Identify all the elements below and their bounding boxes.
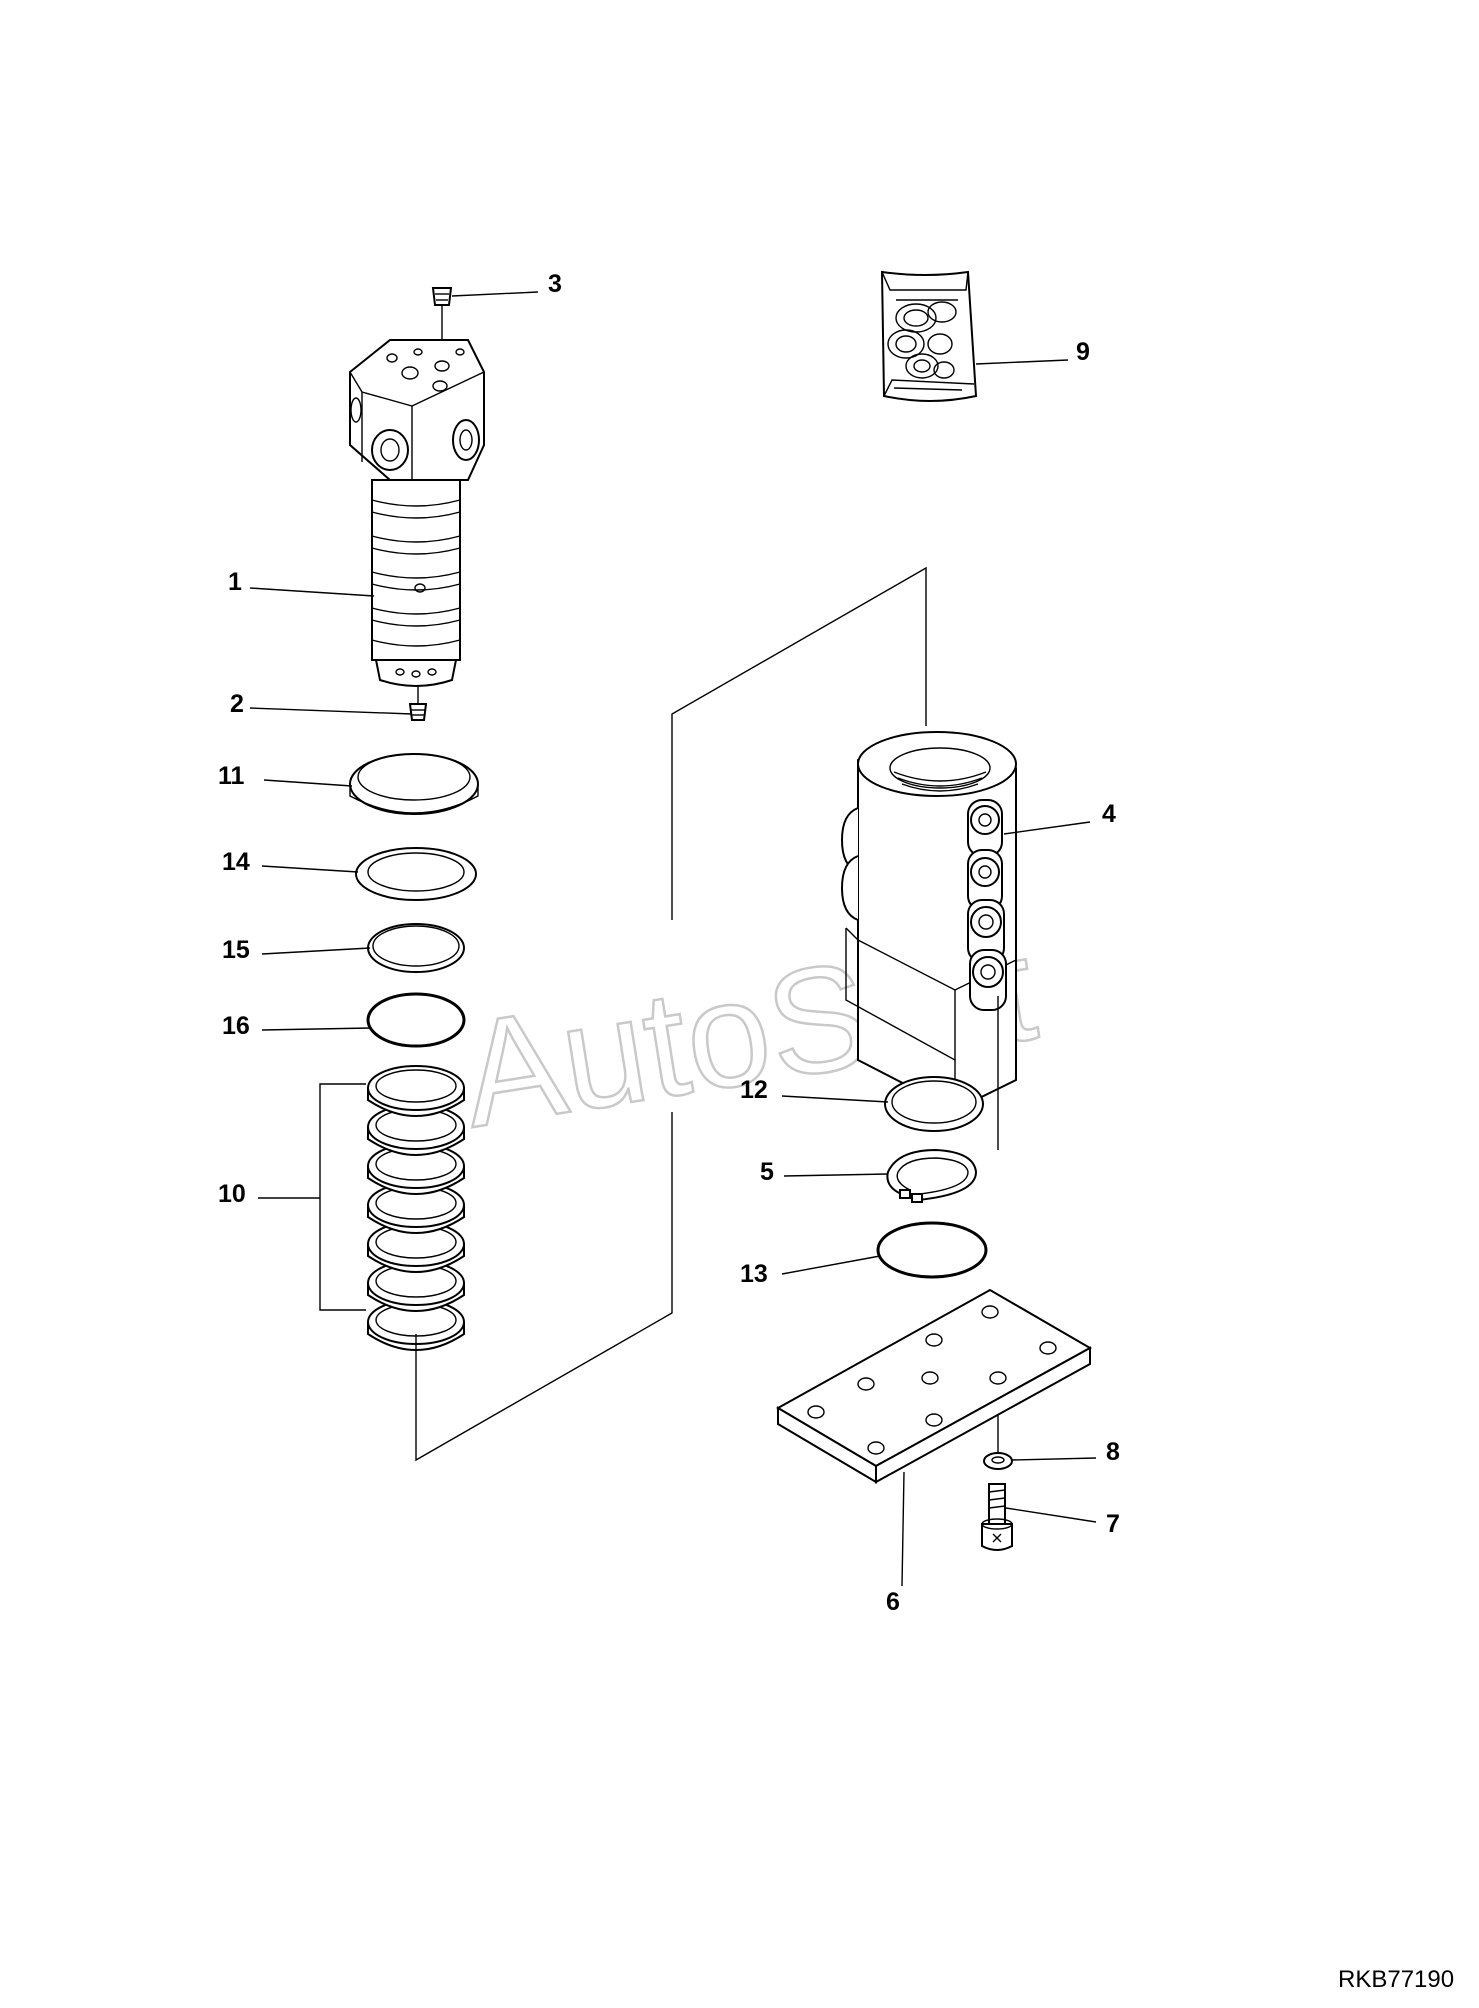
callout-1: 1 [228, 568, 242, 596]
callout-9: 9 [1076, 338, 1090, 366]
part-1-valve-spool [349, 339, 485, 687]
part-7-bolt [981, 1483, 1013, 1551]
callout-13: 13 [740, 1260, 768, 1288]
part-13-o-ring [876, 1221, 988, 1279]
callout-3: 3 [548, 270, 562, 298]
part-15-backup-ring [367, 923, 465, 973]
part-2-plug [408, 686, 428, 721]
seal-ring-6 [367, 1260, 465, 1312]
part-16-o-ring [366, 992, 466, 1048]
seal-ring-4 [367, 1182, 465, 1234]
part-4-valve-block [840, 731, 1017, 1112]
part-11-seal [349, 753, 479, 815]
callout-14: 14 [222, 848, 250, 876]
part-9-seal-kit-bag [880, 270, 978, 402]
part-10-seal-ring-stack [367, 1065, 465, 1351]
callout-10: 10 [218, 1180, 246, 1208]
part-14-ring [355, 847, 477, 901]
callout-15: 15 [222, 936, 250, 964]
callout-11: 11 [218, 762, 245, 790]
callout-12: 12 [740, 1076, 768, 1104]
part-8-washer [983, 1452, 1013, 1470]
part-5-snap-ring [886, 1148, 978, 1203]
callout-2: 2 [230, 690, 244, 718]
callout-labels: 3 1 2 11 14 15 16 10 9 4 12 5 13 8 7 6 [218, 270, 1120, 1616]
part-12-ring [884, 1076, 984, 1132]
seal-ring-3 [367, 1143, 465, 1195]
seal-ring-5 [367, 1221, 465, 1273]
callout-7: 7 [1106, 1510, 1120, 1538]
callout-6: 6 [886, 1588, 900, 1616]
callout-leaders [249, 291, 1097, 1587]
callout-8: 8 [1106, 1438, 1120, 1466]
drawing-reference: RKB77190 [1338, 1966, 1454, 1993]
callout-5: 5 [760, 1158, 774, 1186]
part-6-base-plate [775, 1288, 1093, 1484]
callout-4: 4 [1102, 800, 1116, 828]
seal-ring-1 [367, 1065, 465, 1117]
callout-16: 16 [222, 1012, 250, 1040]
